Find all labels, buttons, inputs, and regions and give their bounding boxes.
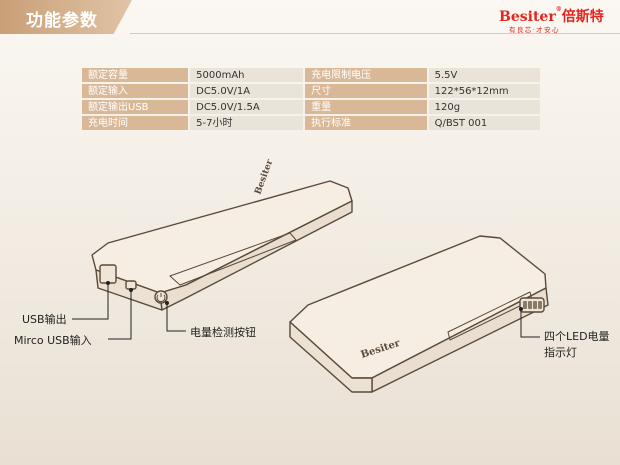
spec-label: 额定输入 — [82, 84, 189, 98]
spec-label: 重量 — [305, 100, 427, 114]
spec-table: 额定容量 5000mAh 充电限制电压 5.5V 额定输入 DC5.0V/1A … — [80, 66, 542, 132]
led-leader — [520, 309, 540, 338]
power-button-leader — [166, 303, 186, 332]
spec-value: 5000mAh — [190, 68, 304, 82]
right-device-front-edge — [289, 321, 373, 393]
header-bar: 功能参数 Besiter®倍斯特 有良芯·才安心 — [0, 0, 620, 36]
product-illustration: Besiter Besiter — [72, 158, 549, 393]
spec-value: 120g — [428, 100, 540, 114]
led-1-icon — [523, 301, 527, 309]
brand-slogan: 有良芯·才安心 — [509, 26, 560, 34]
spec-label: 额定容量 — [82, 68, 189, 82]
left-device-recess — [169, 232, 297, 286]
table-row: 额定容量 5000mAh 充电限制电压 5.5V — [82, 68, 540, 82]
micro-usb-callout: Mirco USB输入 — [14, 334, 92, 347]
spec-label: 尺寸 — [305, 84, 427, 98]
led-2-icon — [528, 301, 532, 309]
brand-name-cn: 倍斯特 — [561, 9, 604, 25]
spec-label: 充电时间 — [82, 116, 189, 130]
registered-mark-icon: ® — [555, 6, 562, 13]
table-row: 额定输入 DC5.0V/1A 尺寸 122*56*12mm — [82, 84, 540, 98]
spec-label: 充电限制电压 — [305, 68, 427, 82]
led-callout: 四个LED电量指示灯 — [544, 330, 610, 359]
spec-label: 执行标准 — [305, 116, 427, 130]
spec-value: Q/BST 001 — [428, 116, 540, 130]
table-row: 额定输出USB DC5.0V/1.5A 重量 120g — [82, 100, 540, 114]
micro-usb-port-icon — [125, 280, 137, 290]
power-button-callout: 电量检测按钮 — [190, 326, 256, 339]
usb-out-callout: USB输出 — [22, 313, 67, 326]
power-symbol-icon — [156, 293, 166, 303]
led-3-icon — [533, 301, 537, 309]
spec-value: 5-7小时 — [190, 116, 304, 130]
led-4-icon — [538, 301, 542, 309]
spec-value: 5.5V — [428, 68, 540, 82]
micro-usb-leader — [108, 290, 132, 340]
spec-label: 额定输出USB — [82, 100, 189, 114]
left-device-logo: Besiter — [253, 158, 275, 196]
header-divider — [130, 33, 620, 34]
spec-value: DC5.0V/1A — [190, 84, 304, 98]
spec-value: 122*56*12mm — [428, 84, 540, 98]
usb-out-leader — [72, 283, 109, 320]
title-tab — [0, 0, 132, 34]
page-title: 功能参数 — [26, 11, 98, 31]
brand-name-en: Besiter — [499, 9, 556, 25]
brand-name: Besiter®倍斯特 — [499, 6, 604, 26]
spec-value: DC5.0V/1.5A — [190, 100, 304, 114]
brand-logo: Besiter®倍斯特 有良芯·才安心 — [499, 6, 614, 34]
usb-port-icon — [99, 264, 117, 284]
table-row: 充电时间 5-7小时 执行标准 Q/BST 001 — [82, 116, 540, 130]
